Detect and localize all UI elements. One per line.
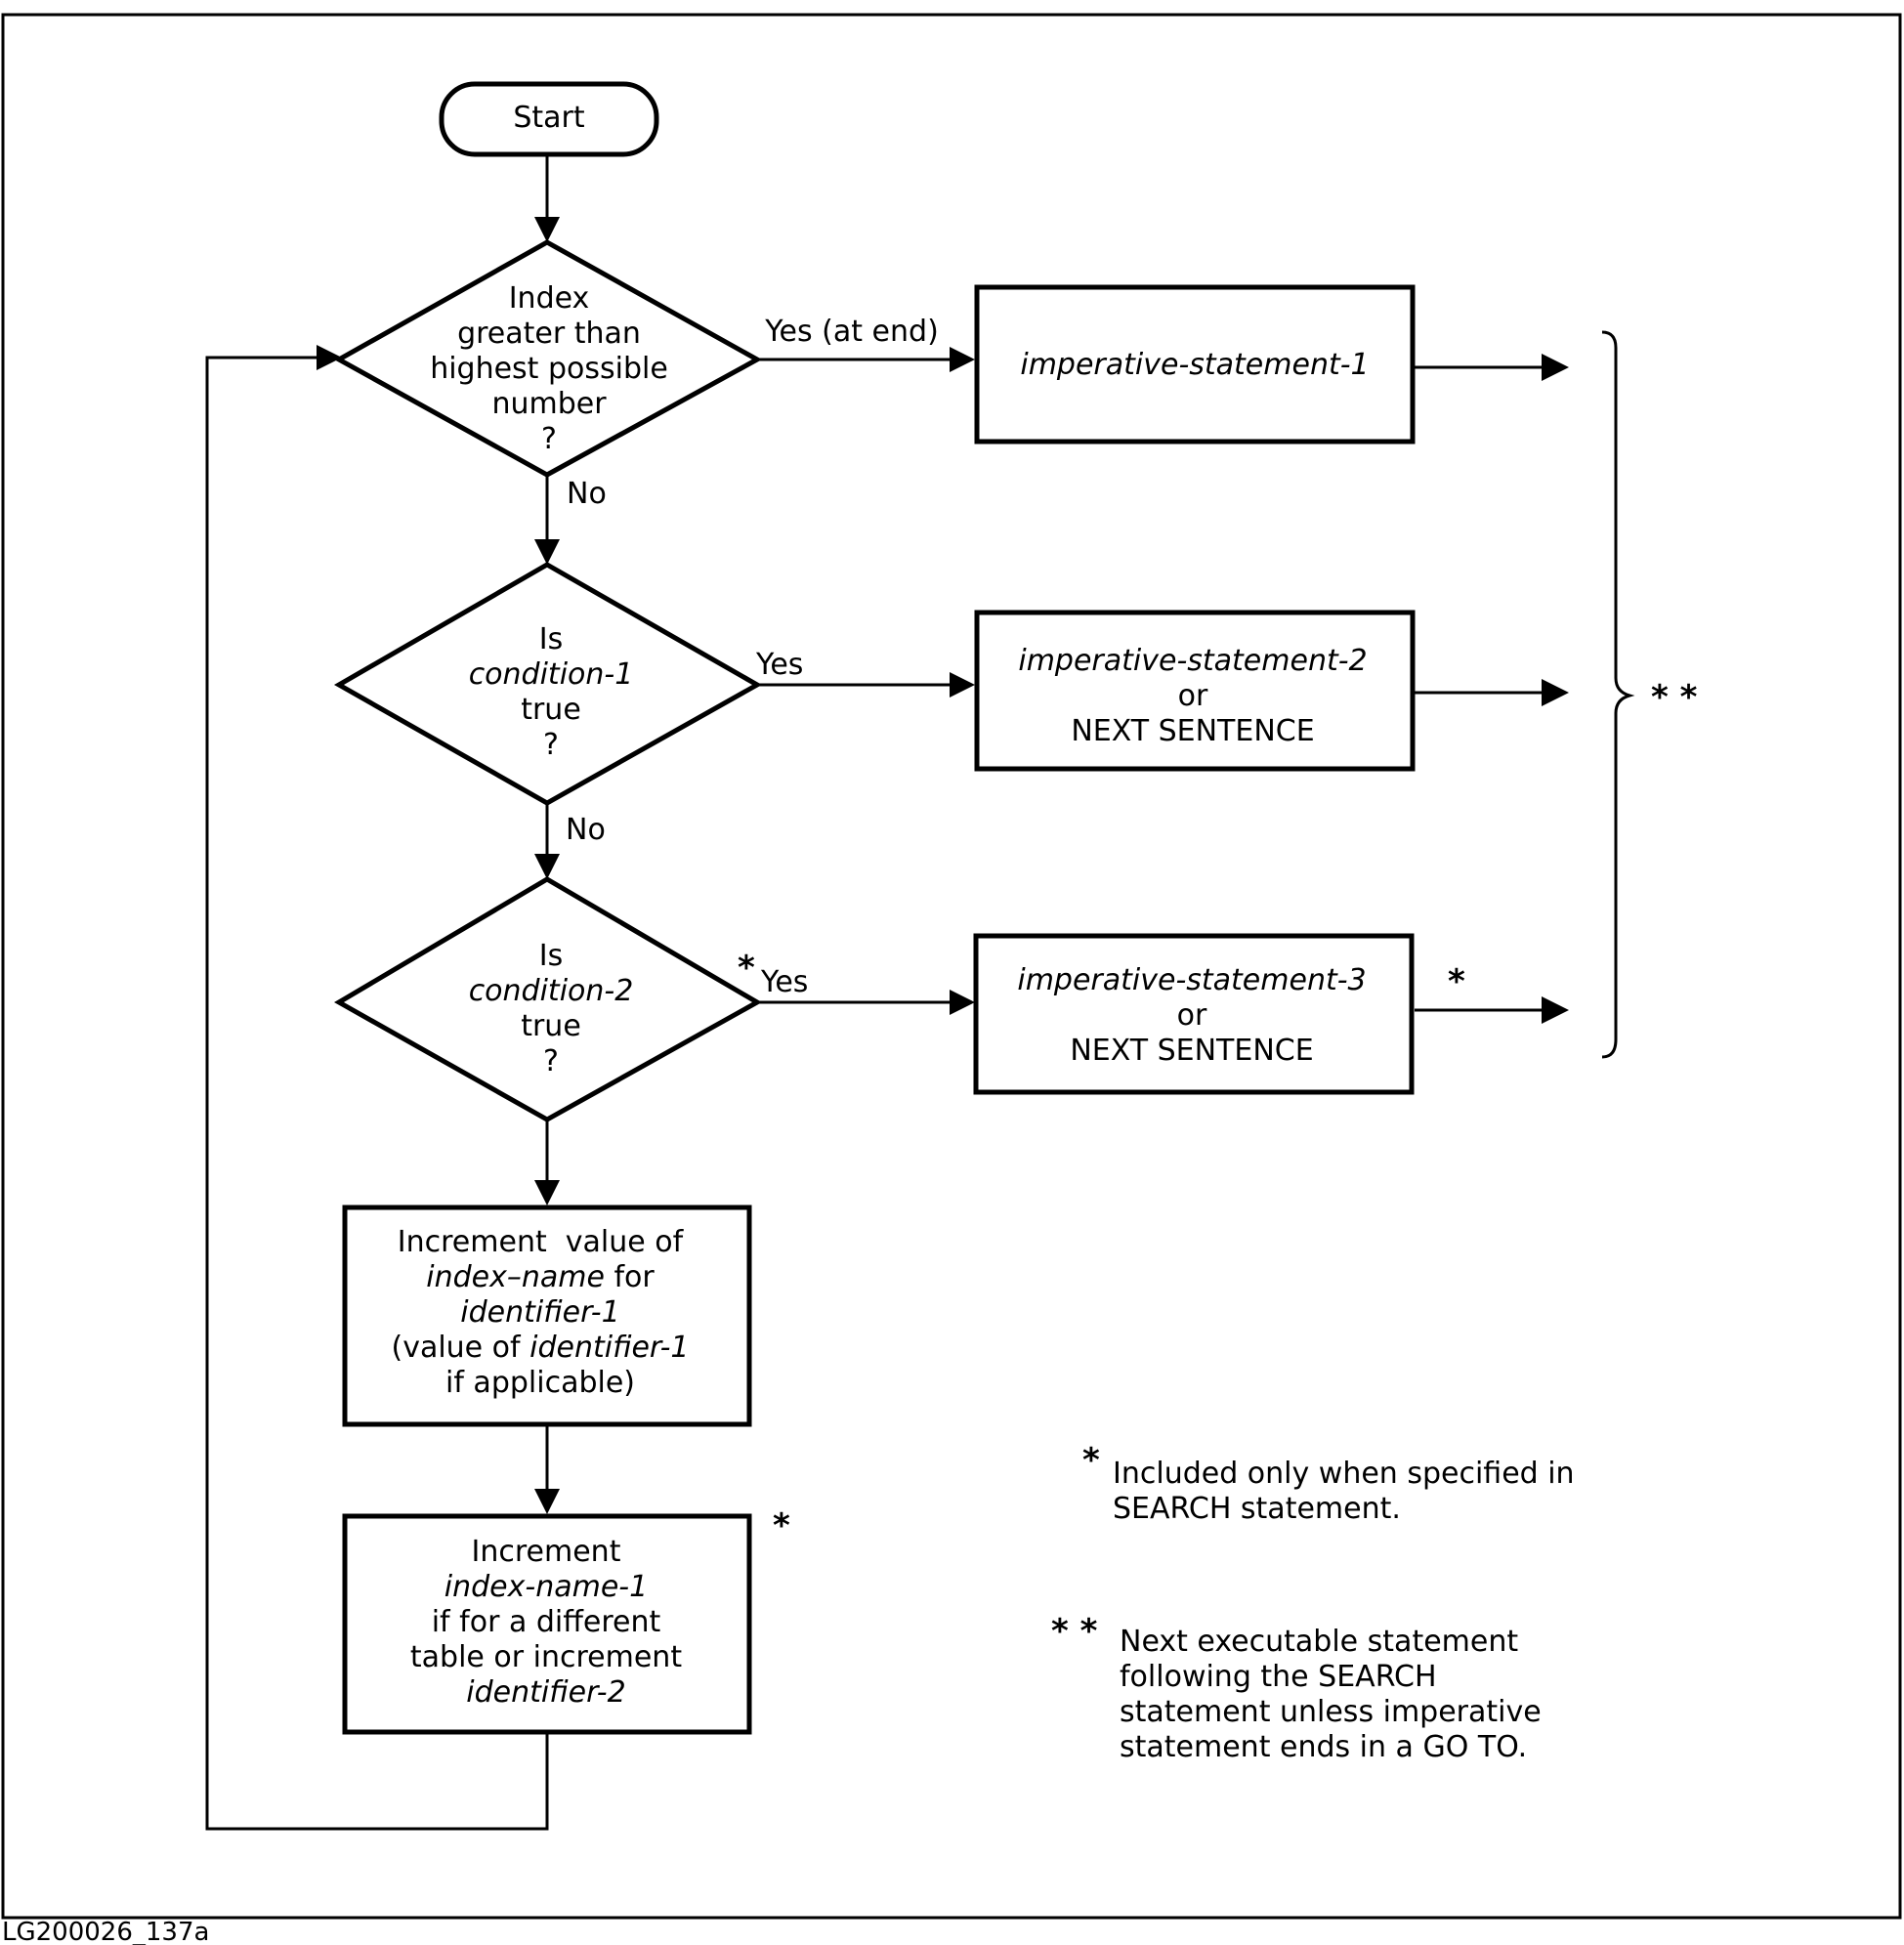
statement-3-box	[973, 933, 1415, 1095]
process1-line3: identifier-1	[460, 1295, 619, 1330]
process2-star: *	[773, 1506, 790, 1545]
process1-line2-rest: for	[605, 1260, 655, 1294]
decision3-line4: ?	[543, 1044, 559, 1078]
statement-2-line3: NEXT SENTENCE	[1071, 714, 1314, 748]
note1-line1: Included only when specified in	[1113, 1457, 1575, 1491]
decision3-line1: Is	[539, 939, 563, 973]
decision-index-bound	[333, 239, 763, 478]
decision1-no-label: No	[567, 477, 607, 511]
brace-label: * *	[1651, 678, 1698, 717]
arrowhead-process2	[534, 1489, 560, 1514]
statement-1-label: imperative-statement-1	[1020, 348, 1369, 382]
increment-index-box	[342, 1205, 752, 1427]
statement-1-box	[974, 284, 1416, 444]
decision-condition-1	[333, 562, 763, 806]
decision-condition-2	[334, 876, 763, 1122]
figure-frame	[1, 13, 1902, 1920]
process1-line4-b: identifier-1	[529, 1331, 689, 1365]
statement-3-line1: imperative-statement-3	[1017, 963, 1366, 997]
statement-3-line3: NEXT SENTENCE	[1070, 1034, 1313, 1068]
decision1-line4: number	[491, 387, 607, 421]
statement-2-line2: or	[1178, 679, 1208, 713]
statement-3-star: *	[1448, 962, 1465, 1001]
process1-line2: index–name for	[426, 1260, 655, 1294]
process2-line2: index-name-1	[444, 1570, 648, 1604]
process2-line1: Increment	[472, 1535, 621, 1569]
arrowhead-exit3	[1542, 996, 1569, 1024]
process1-line5: if applicable)	[445, 1366, 635, 1400]
arrowhead-exit2	[1542, 679, 1569, 706]
decision3-line2: condition-2	[469, 974, 634, 1008]
process1-line2-italic: index–name	[426, 1260, 605, 1294]
arrowhead-process1	[534, 1180, 560, 1205]
note1-line2: SEARCH statement.	[1113, 1492, 1401, 1526]
arrowhead-statement2	[950, 672, 975, 698]
decision3-line3: true	[521, 1009, 581, 1043]
note2-stars: * *	[1051, 1612, 1098, 1651]
note1-star: *	[1082, 1441, 1100, 1480]
process2-line4: table or increment	[410, 1640, 682, 1674]
note2-line2: following the SEARCH	[1120, 1660, 1437, 1694]
increment-identifier-box	[342, 1513, 752, 1735]
start-label: Start	[513, 101, 585, 135]
note2-line3: statement unless imperative	[1120, 1695, 1542, 1729]
decision2-line3: true	[521, 693, 581, 727]
process1-line4-a: (value of	[391, 1331, 529, 1365]
figure-id: LG200026_137a	[2, 1918, 209, 1945]
statement-3-line2: or	[1177, 998, 1207, 1033]
decision2-line2: condition-1	[469, 657, 634, 692]
decision1-yes-label: Yes (at end)	[764, 315, 939, 349]
connector-loop-back	[205, 356, 549, 1831]
arrowhead-statement3	[950, 990, 975, 1015]
decision1-line2: greater than	[457, 317, 641, 351]
process1-line4: (value of identifier-1	[391, 1331, 689, 1365]
decision3-yes-star: *	[738, 949, 755, 988]
curly-brace	[1601, 330, 1635, 1059]
statement-2-box	[974, 610, 1416, 772]
statement-2-line1: imperative-statement-2	[1018, 644, 1367, 678]
decision2-line1: Is	[539, 622, 563, 656]
decision2-line4: ?	[543, 728, 559, 762]
decision1-line5: ?	[541, 422, 557, 456]
arrowhead-decision3	[534, 854, 560, 879]
process1-line1: Increment value of	[398, 1225, 685, 1259]
start-terminal	[439, 81, 659, 157]
arrowhead-decision1	[534, 217, 560, 242]
decision2-no-label: No	[566, 813, 606, 847]
arrowhead-loop-back	[317, 345, 342, 370]
note2-line1: Next executable statement	[1120, 1625, 1518, 1659]
process2-line5: identifier-2	[466, 1675, 625, 1710]
decision3-yes-label: Yes	[760, 965, 808, 999]
arrowhead-decision2	[534, 539, 560, 565]
decision1-line1: Index	[509, 281, 590, 316]
note2-line4: statement ends in a GO TO.	[1120, 1730, 1527, 1764]
decision1-line3: highest possible	[430, 352, 668, 386]
arrowhead-statement1	[950, 347, 975, 372]
decision2-yes-label: Yes	[755, 648, 803, 682]
process2-line3: if for a different	[432, 1605, 661, 1639]
arrowhead-exit1	[1542, 354, 1569, 381]
